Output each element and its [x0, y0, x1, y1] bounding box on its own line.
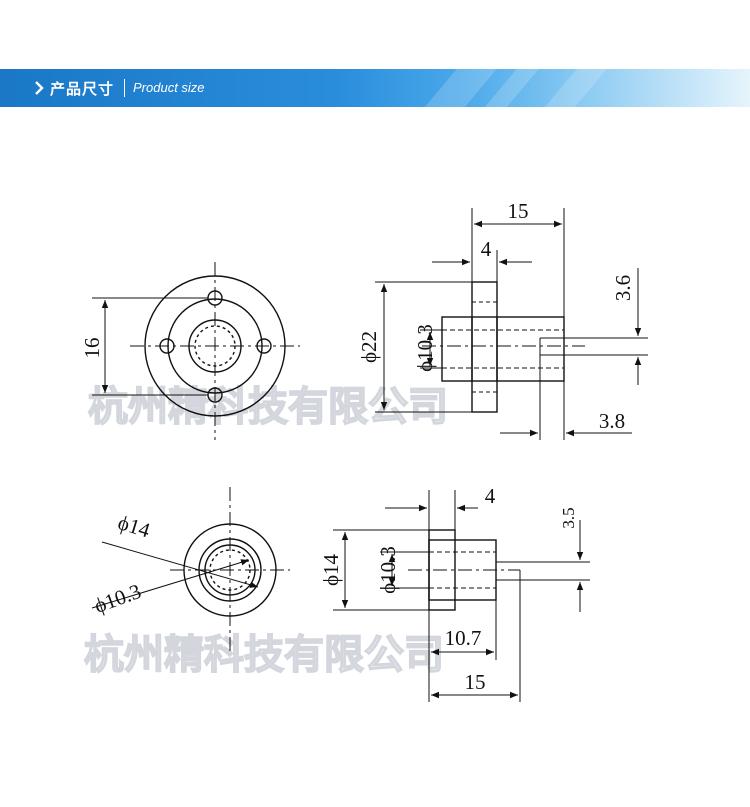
dim-label-phi14: ϕ14	[319, 553, 343, 586]
dim-label-phi10-3: ϕ10.3	[413, 324, 437, 372]
bottom-front-view	[91, 487, 290, 655]
top-front-view	[92, 262, 300, 440]
title-divider	[124, 79, 125, 97]
dim-label-3-5: 3.5	[559, 507, 578, 528]
dim-label-3-8: 3.8	[599, 409, 625, 433]
bottom-side-view	[333, 490, 590, 702]
dim-label-16: 16	[80, 338, 104, 359]
chevron-right-icon	[35, 81, 44, 95]
dim-label-3-6: 3.6	[611, 275, 635, 301]
dim-label-phi10-3: ϕ10.3	[91, 579, 144, 618]
watermark-text: 杭州精科技有限公司	[84, 632, 444, 678]
section-title-cn: 产品尺寸	[50, 81, 115, 98]
section-title-en: Product size	[133, 80, 205, 95]
section-header-banner: 产品尺寸 Product size	[0, 69, 750, 107]
dim-label-phi10-3: ϕ10.3	[376, 546, 400, 594]
dim-label-10-7: 10.7	[445, 626, 482, 650]
top-side-view	[375, 208, 648, 440]
dim-label-4: 4	[485, 484, 496, 508]
dim-label-15: 15	[508, 199, 529, 223]
dim-label-phi22: ϕ22	[357, 331, 381, 363]
dim-label-phi14: ϕ14	[115, 510, 153, 542]
dim-label-15: 15	[465, 670, 486, 694]
dim-label-4: 4	[481, 237, 492, 261]
